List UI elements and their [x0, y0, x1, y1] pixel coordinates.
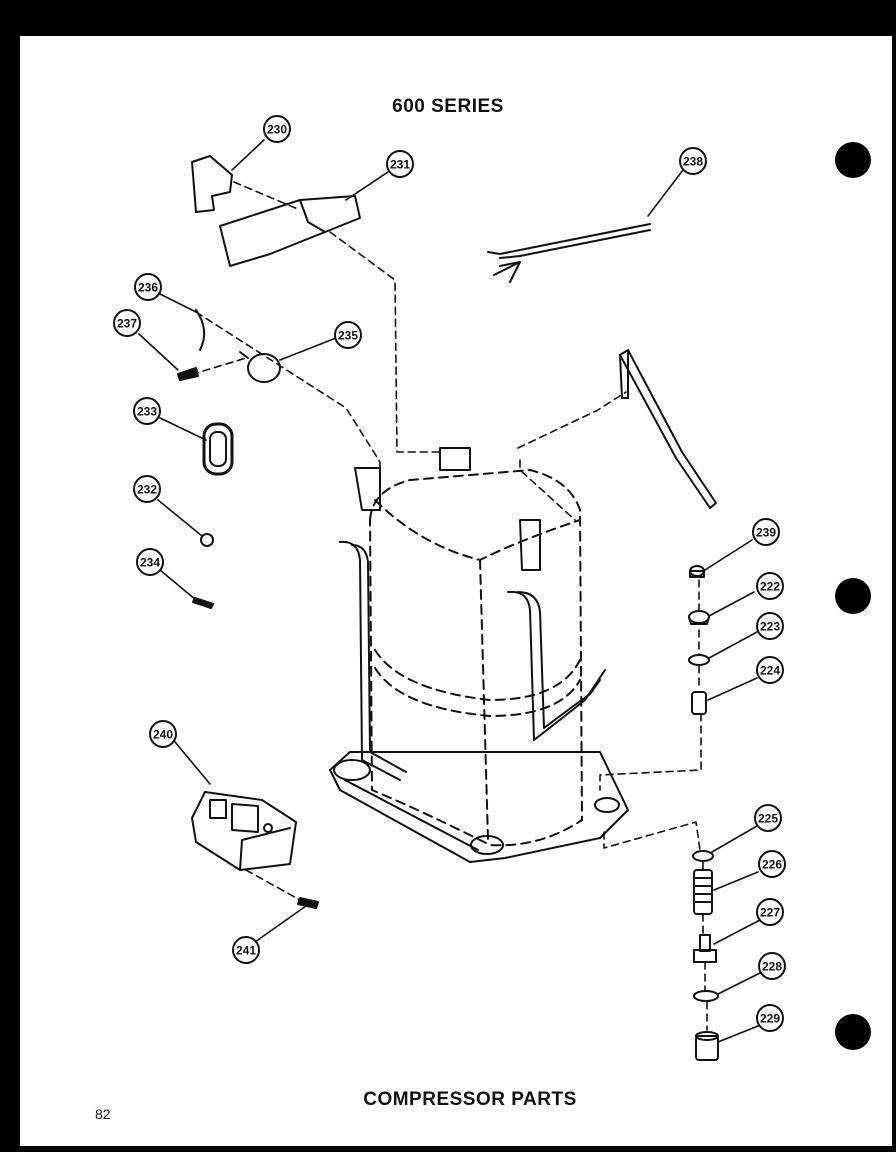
- callout-number: 230: [267, 123, 287, 137]
- leader-lines: [138, 139, 764, 1043]
- callout-circle: [756, 656, 784, 684]
- callout-238: 238: [679, 147, 707, 175]
- assembly-lines: [179, 181, 708, 1031]
- lead-wire: [195, 309, 206, 351]
- callout-number: 229: [760, 1012, 780, 1026]
- page-number: 82: [95, 1106, 111, 1122]
- callout-239: 239: [752, 518, 780, 546]
- diagram-caption: COMPRESSOR PARTS: [363, 1089, 577, 1110]
- cover-part: [219, 195, 361, 267]
- callout-number: 224: [760, 664, 780, 678]
- callout-circle: [756, 572, 784, 600]
- mount-hardware-upper: [688, 565, 710, 715]
- callout-circle: [754, 804, 782, 832]
- callout-224: 224: [756, 656, 784, 684]
- callout-233: 233: [133, 397, 161, 425]
- callout-223: 223: [756, 612, 784, 640]
- callout-number: 239: [756, 526, 776, 540]
- callout-number: 241: [236, 944, 256, 958]
- callout-number: 228: [762, 960, 782, 974]
- callout-229: 229: [756, 1004, 784, 1032]
- callout-236: 236: [134, 273, 162, 301]
- discharge-line: [619, 349, 717, 509]
- callout-234: 234: [136, 548, 164, 576]
- callout-227: 227: [756, 898, 784, 926]
- callout-237: 237: [113, 309, 141, 337]
- binder-hole: [835, 578, 871, 614]
- callout-number: 236: [138, 281, 158, 295]
- drawing-sheet: [20, 36, 892, 1146]
- overload-protector: [247, 353, 281, 383]
- nut-part: [200, 533, 214, 547]
- callout-number: 232: [137, 483, 157, 497]
- compressor-shell: [329, 447, 629, 863]
- bracket-part: [191, 155, 233, 213]
- binder-hole: [835, 142, 871, 178]
- callout-230: 230: [263, 115, 291, 143]
- callout-231: 231: [386, 150, 414, 178]
- callout-number: 227: [760, 906, 780, 920]
- callout-circle: [232, 936, 260, 964]
- callout-number: 233: [137, 405, 157, 419]
- mount-hardware-lower: [692, 850, 719, 1061]
- gasket-ring: [202, 422, 234, 476]
- screw-part: [192, 597, 214, 609]
- callout-circle: [756, 898, 784, 926]
- callout-number: 225: [758, 812, 778, 826]
- callout-222: 222: [756, 572, 784, 600]
- callout-number: 223: [760, 620, 780, 634]
- callout-235: 235: [334, 321, 362, 349]
- terminal-block: [191, 791, 297, 871]
- callout-circle: [133, 397, 161, 425]
- callout-circle: [134, 273, 162, 301]
- screw-part: [297, 897, 319, 909]
- callout-241: 241: [232, 936, 260, 964]
- callout-226: 226: [758, 850, 786, 878]
- callout-number: 226: [762, 858, 782, 872]
- callout-circle: [758, 850, 786, 878]
- callout-circle: [113, 309, 141, 337]
- callout-circle: [756, 612, 784, 640]
- binder-hole: [835, 1014, 871, 1050]
- callout-circle: [752, 518, 780, 546]
- callout-circle: [334, 321, 362, 349]
- callout-circle: [133, 475, 161, 503]
- diagram-title: 600 SERIES: [392, 96, 504, 117]
- callout-number: 231: [390, 158, 410, 172]
- callout-number: 222: [760, 580, 780, 594]
- callout-228: 228: [758, 952, 786, 980]
- callout-232: 232: [133, 475, 161, 503]
- callout-circle: [758, 952, 786, 980]
- callout-circle: [679, 147, 707, 175]
- callout-circle: [136, 548, 164, 576]
- callout-number: 240: [153, 728, 173, 742]
- callout-number: 235: [338, 329, 358, 343]
- callout-number: 234: [140, 556, 160, 570]
- callout-group: 230 231 238 236 237 235 233 232 234 239 222 223 224 2…: [113, 115, 786, 1032]
- callout-225: 225: [754, 804, 782, 832]
- callout-number: 238: [683, 155, 703, 169]
- callout-circle: [386, 150, 414, 178]
- wire-harness: [487, 223, 651, 255]
- callout-circle: [756, 1004, 784, 1032]
- callout-number: 237: [117, 317, 137, 331]
- callout-circle: [149, 720, 177, 748]
- callout-240: 240: [149, 720, 177, 748]
- callout-circle: [263, 115, 291, 143]
